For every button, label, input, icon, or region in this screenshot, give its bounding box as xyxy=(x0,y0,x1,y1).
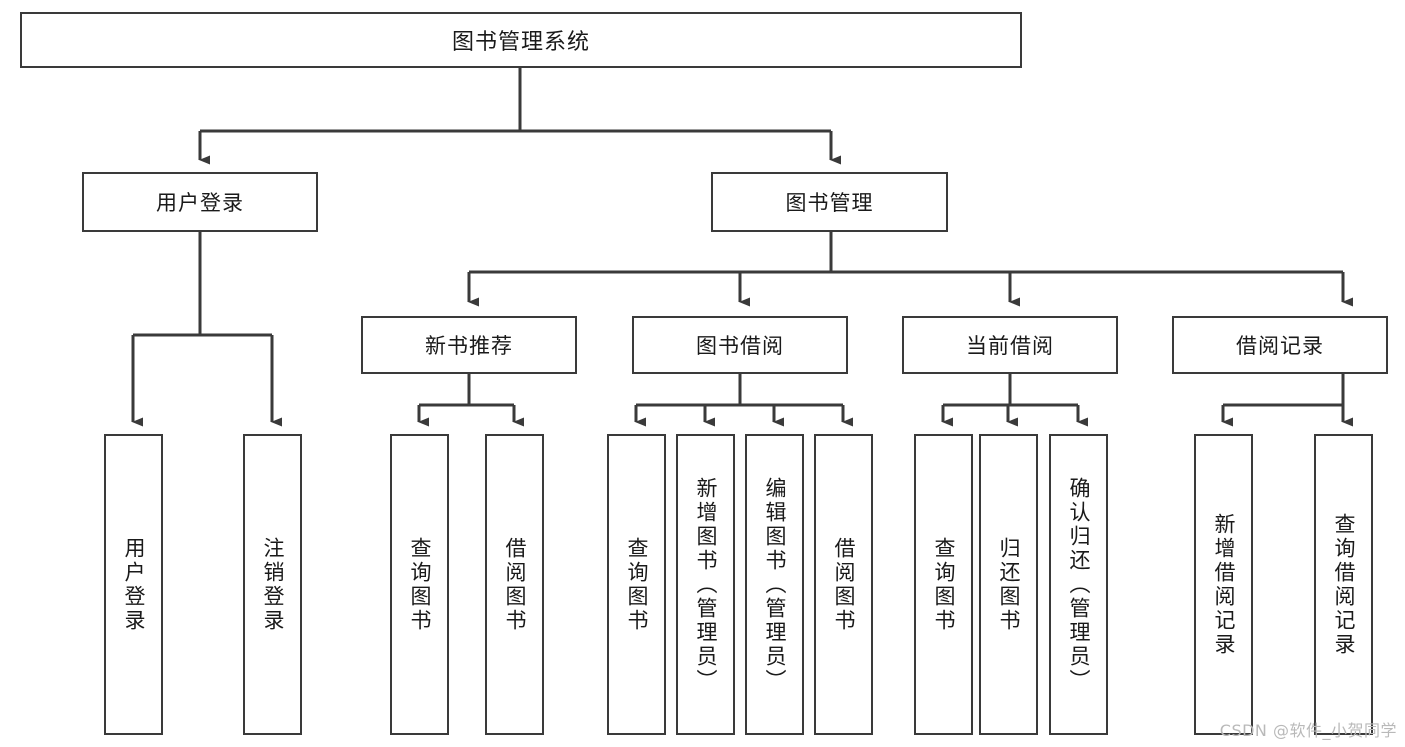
node-leaf-borrow-book[interactable]: 借阅图书 xyxy=(814,434,873,735)
node-root-system[interactable]: 图书管理系统 xyxy=(20,12,1022,68)
node-leaf-query-book-current[interactable]: 查询图书 xyxy=(914,434,973,735)
node-leaf-borrow-book-recommend[interactable]: 借阅图书 xyxy=(485,434,544,735)
node-leaf-add-book[interactable]: 新增图书（管理员） xyxy=(676,434,735,735)
node-leaf-return-book[interactable]: 归还图书 xyxy=(979,434,1038,735)
node-leaf-confirm-return[interactable]: 确认归还（管理员） xyxy=(1049,434,1108,735)
node-leaf-query-borrow-record[interactable]: 查询借阅记录 xyxy=(1314,434,1373,735)
node-leaf-user-login[interactable]: 用户登录 xyxy=(104,434,163,735)
node-leaf-logout[interactable]: 注销登录 xyxy=(243,434,302,735)
node-leaf-edit-book[interactable]: 编辑图书（管理员） xyxy=(745,434,804,735)
node-book-borrow[interactable]: 图书借阅 xyxy=(632,316,848,374)
node-leaf-query-book-borrow[interactable]: 查询图书 xyxy=(607,434,666,735)
node-user-login[interactable]: 用户登录 xyxy=(82,172,318,232)
node-borrow-record[interactable]: 借阅记录 xyxy=(1172,316,1388,374)
node-book-management[interactable]: 图书管理 xyxy=(711,172,948,232)
node-current-borrow[interactable]: 当前借阅 xyxy=(902,316,1118,374)
csdn-watermark: CSDN @软件_小贺同学 xyxy=(1219,721,1397,740)
node-leaf-add-borrow-record[interactable]: 新增借阅记录 xyxy=(1194,434,1253,735)
node-leaf-query-book-recommend[interactable]: 查询图书 xyxy=(390,434,449,735)
node-new-book-recommend[interactable]: 新书推荐 xyxy=(361,316,577,374)
